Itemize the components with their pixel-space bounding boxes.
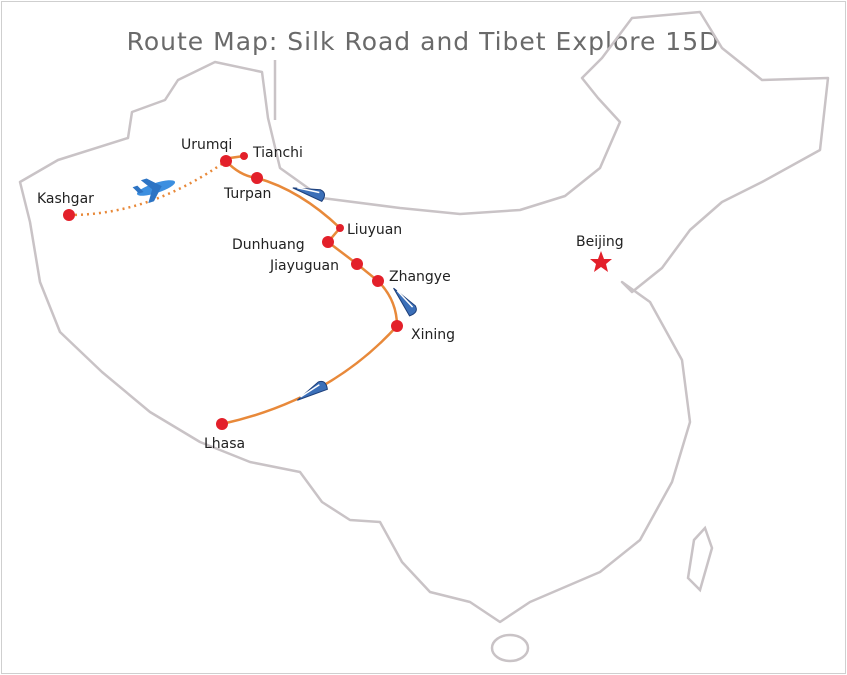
label-liuyuan: Liuyuan	[347, 222, 402, 238]
map-title: Route Map: Silk Road and Tibet Explore 1…	[127, 27, 720, 56]
label-zhangye: Zhangye	[389, 269, 451, 285]
flight-route	[68, 159, 227, 217]
label-turpan: Turpan	[223, 186, 271, 202]
country-outline	[18, 10, 830, 624]
label-dunhuang: Dunhuang	[232, 237, 305, 253]
label-lhasa: Lhasa	[204, 436, 245, 452]
label-tianchi: Tianchi	[252, 145, 303, 161]
stop-lhasa[interactable]	[216, 418, 228, 430]
label-xining: Xining	[411, 327, 455, 343]
taiwan-island	[686, 525, 714, 593]
train-icon	[393, 287, 417, 317]
beijing-star-icon[interactable]	[590, 251, 612, 272]
stop-zhangye[interactable]	[372, 275, 384, 287]
stop-liuyuan[interactable]	[336, 224, 344, 232]
stop-turpan[interactable]	[251, 172, 263, 184]
stop-xining[interactable]	[391, 320, 403, 332]
label-jiayuguan: Jiayuguan	[269, 258, 339, 274]
train-icon	[297, 380, 328, 401]
plane-icon	[132, 178, 176, 204]
stop-kashgar[interactable]	[63, 209, 75, 221]
label-beijing: Beijing	[576, 234, 624, 250]
hainan-island	[490, 633, 530, 663]
stop-urumqi[interactable]	[220, 155, 232, 167]
stop-tianchi[interactable]	[240, 152, 248, 160]
label-kashgar: Kashgar	[37, 191, 94, 207]
stop-jiayuguan[interactable]	[351, 258, 363, 270]
label-urumqi: Urumqi	[181, 137, 232, 153]
stop-dunhuang[interactable]	[322, 236, 334, 248]
train-icon	[292, 187, 326, 203]
